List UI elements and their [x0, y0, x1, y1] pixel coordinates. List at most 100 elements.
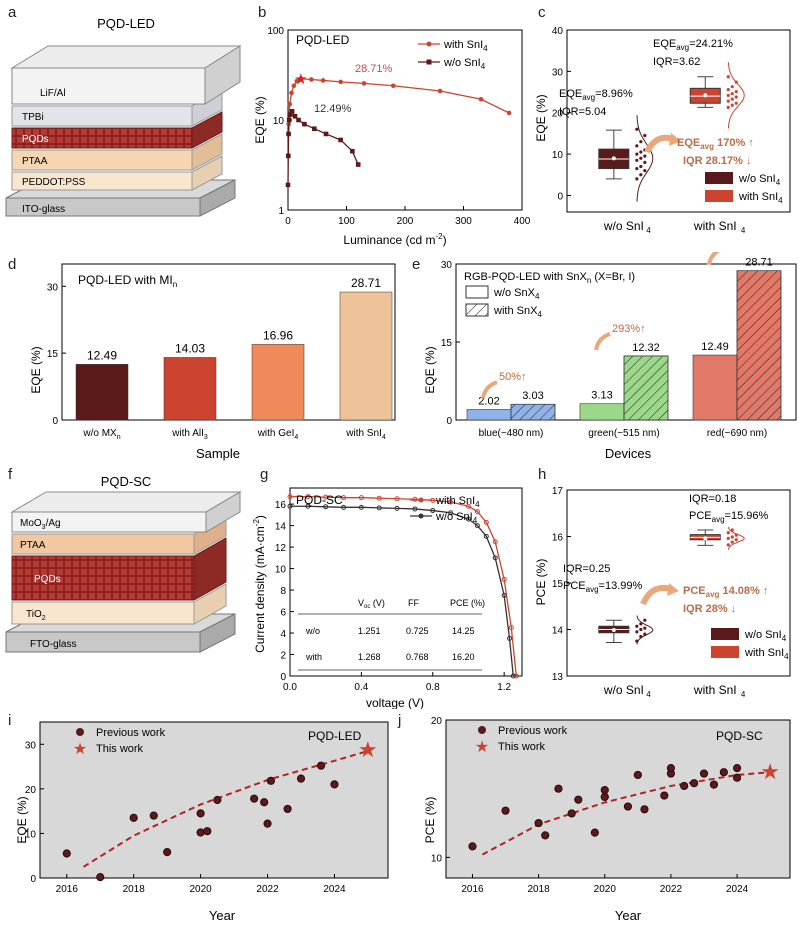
h-normal-curve: [636, 615, 654, 645]
e-bar-value: 3.13: [591, 390, 612, 402]
h-xtick-sub: 4: [741, 690, 746, 699]
h-point: [726, 543, 730, 547]
e-xtick-label: green(~515 nm): [588, 428, 659, 439]
h-improve-iqr: IQR 28% ↓: [683, 603, 736, 615]
h-ann-wo-iqr: IQR=0.25: [563, 563, 610, 575]
c-point: [726, 93, 730, 97]
panel-letter-i: i: [8, 712, 12, 729]
c-improve-eqe: EQEavg 170% ↑: [677, 137, 754, 151]
d-bar: [339, 291, 393, 421]
c-point: [730, 85, 734, 89]
i-point: [263, 819, 272, 828]
c-axes-frame: [566, 29, 791, 213]
h-mean: [611, 627, 616, 632]
g-xtick-label: 1.2: [497, 682, 511, 693]
c-legend: w/o SnI4 with SnI4: [705, 172, 783, 205]
layer-fto-label: FTO-glass: [30, 639, 77, 650]
e-bar: [692, 354, 738, 421]
b-ylabel: EQE (%): [253, 96, 267, 143]
layer-tpbi-label: TPBi: [22, 112, 44, 123]
b-point: [289, 90, 294, 96]
g-point: [358, 504, 364, 510]
b-xtick-label: 300: [455, 216, 472, 227]
c-point: [643, 169, 647, 173]
panel-letter-j: j: [398, 712, 402, 729]
b-point: [286, 131, 291, 137]
g-point: [358, 495, 364, 501]
i-legend-previous: Previous work: [96, 727, 166, 739]
b-xtick-label: 200: [397, 216, 414, 227]
j-point: [567, 809, 576, 818]
g-point: [287, 494, 293, 500]
e-bar-hatch: [510, 403, 556, 421]
e-bar-value: 3.03: [522, 390, 543, 402]
b-point: [350, 148, 355, 154]
g-point: [510, 673, 516, 679]
j-xtick-label: 2018: [527, 884, 550, 895]
g-point: [412, 506, 418, 512]
g-ytick-label: 8: [280, 586, 286, 597]
i-point: [296, 774, 306, 783]
b-peak-without-label: 12.49%: [314, 103, 352, 115]
d-xtick-label: with GeI4: [257, 428, 299, 441]
d-ytick-label: 30: [47, 282, 59, 293]
e-gain-arrow: [481, 380, 498, 399]
g-table-h-pce: PCE (%): [450, 598, 485, 608]
g-xtick-label: 0.8: [426, 682, 440, 693]
e-bar: [579, 403, 625, 421]
h-legend: w/o SnI4 with SnI4: [711, 628, 789, 661]
c-ylabel: EQE (%): [535, 94, 548, 141]
c-ytick-label: 40: [552, 26, 564, 37]
c-point: [734, 90, 738, 94]
g-ytick-label: 6: [280, 608, 286, 619]
i-ytick-label: 30: [25, 740, 37, 751]
j-point: [590, 828, 599, 837]
j-point: [468, 842, 477, 851]
h-point: [734, 538, 738, 542]
j-point: [680, 781, 689, 791]
g-axes-frame: [289, 487, 523, 677]
layer-lifal-label: LiF/Al: [40, 88, 66, 99]
g-point: [305, 494, 311, 500]
i-ytick-label: 20: [25, 785, 37, 796]
j-this-work-star-icon: ★: [760, 759, 780, 784]
g-table-r1-ff: 0.768: [406, 652, 429, 662]
b-point: [298, 76, 304, 82]
i-xlabel: Year: [209, 908, 236, 923]
panel-a-device-stack: PQD-LED ITO-glass PEDDOT:PSS PTAA PQDs T…: [5, 16, 242, 217]
c-point: [726, 87, 730, 92]
g-table-r0-voc: 1.251: [358, 626, 381, 636]
panel-a-title: PQD-LED: [97, 16, 155, 31]
c-improve-iqr: IQR 28.17% ↓: [683, 155, 751, 167]
i-point: [149, 811, 158, 820]
d-bar-value: 16.96: [263, 328, 293, 342]
i-legend: Previous work ★ This work: [73, 727, 166, 758]
g-table-r1-voc: 1.268: [358, 652, 381, 662]
b-point: [291, 83, 297, 89]
c-point: [726, 99, 730, 103]
g-table-h-ff: FF: [408, 598, 419, 608]
g-point: [394, 505, 400, 511]
h-legend-with: with SnI4: [744, 647, 789, 661]
j-point: [541, 831, 550, 840]
d-ytick-label: 0: [52, 416, 58, 427]
e-ylabel: EQE (%): [423, 346, 437, 393]
e-xtick-label: blue(~480 nm): [479, 428, 544, 439]
j-xtick-label: 2024: [726, 884, 749, 895]
g-point: [474, 523, 480, 529]
layer-tio2-label: TiO2: [26, 609, 46, 622]
b-point: [286, 117, 292, 123]
panel-f-title: PQD-SC: [101, 474, 152, 489]
g-table: Voc (V) FF PCE (%) w/o 1.251 0.725 14.25…: [298, 598, 485, 671]
h-ann-w-iqr: IQR=0.18: [689, 493, 736, 505]
g-point: [501, 576, 507, 582]
h-xtick-label: w/o SnI: [603, 683, 644, 697]
e-gain-arrow: [594, 332, 611, 351]
b-point: [287, 101, 293, 107]
d-bar: [75, 364, 129, 421]
g-point: [448, 510, 454, 516]
e-bar-value: 12.49: [701, 341, 729, 353]
j-point: [554, 784, 563, 793]
c-ann-wo-iqr: IQR=5.04: [559, 106, 606, 118]
e-bar-value: 12.32: [632, 342, 660, 354]
